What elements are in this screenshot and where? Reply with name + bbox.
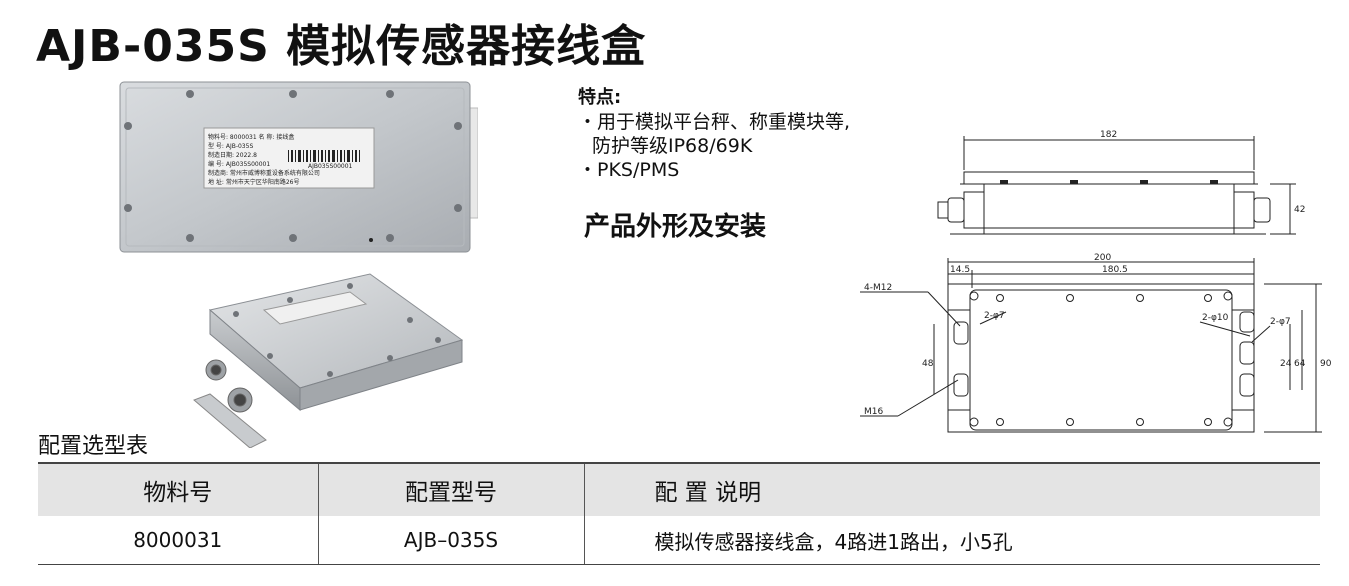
dim-48: 48 bbox=[922, 359, 934, 369]
feature-item-1a: ・用于模拟平台秤、称重模块等, bbox=[578, 111, 851, 133]
config-table: 物料号 配置型号 配 置 说明 8000031 AJB–035S 模拟传感器接线… bbox=[38, 462, 1320, 565]
label-line2: 型 号: AJB-035S bbox=[208, 142, 253, 150]
shape-section-title: 产品外形及安装 bbox=[584, 212, 767, 242]
label-line6: 地 址: 常州市天宁区华阳南路26号 bbox=[208, 178, 299, 186]
features-heading: 特点: bbox=[578, 87, 622, 108]
dim-64: 64 bbox=[1294, 359, 1306, 369]
product-photo-perspective bbox=[193, 273, 464, 448]
callout-gland-right-small: 2-φ7 bbox=[1270, 317, 1291, 327]
table-row: 8000031 AJB–035S 模拟传感器接线盒，4路进1路出，小5孔 bbox=[38, 516, 1320, 565]
label-line4: 编 号: AJB035S00001 bbox=[208, 160, 270, 168]
dim-offset: 14.5 bbox=[950, 265, 970, 275]
product-photo-top: 物料号: 8000031 名 称: 接线盒 型 号: AJB-035S 制造日期… bbox=[119, 81, 478, 253]
dim-24: 24 bbox=[1280, 359, 1292, 369]
dim-90: 90 bbox=[1320, 359, 1332, 369]
cell-model: AJB–035S bbox=[317, 516, 584, 565]
cell-part-number: 8000031 bbox=[38, 516, 318, 565]
side-view-drawing: 182 42 bbox=[937, 130, 1305, 235]
label-serial: AJB035S00001 bbox=[308, 163, 353, 170]
dim-total-length: 200 bbox=[1094, 253, 1111, 263]
page-title: AJB-035S 模拟传感器接线盒 bbox=[36, 21, 647, 72]
table-header-row: 物料号 配置型号 配 置 说明 bbox=[38, 462, 1320, 516]
callout-m16: M16 bbox=[864, 407, 883, 417]
header-description: 配 置 说明 bbox=[583, 462, 1320, 516]
label-line1: 物料号: 8000031 名 称: 接线盒 bbox=[208, 133, 294, 141]
feature-item-2: ・PKS/PMS bbox=[578, 159, 680, 181]
header-model: 配置型号 bbox=[317, 462, 584, 516]
cell-description: 模拟传感器接线盒，4路进1路出，小5孔 bbox=[583, 516, 1320, 565]
barcode bbox=[288, 150, 360, 162]
top-view-drawing: 200 180.5 14.5 4-M12 2-φ7 2-φ10 2-φ7 M16… bbox=[860, 253, 1332, 433]
callout-gland-left: 2-φ7 bbox=[984, 311, 1005, 321]
feature-item-1b: 防护等级IP68/69K bbox=[592, 135, 753, 157]
dim-hole-pitch: 180.5 bbox=[1102, 265, 1128, 275]
label-line3: 制造日期: 2022.8 bbox=[208, 151, 257, 159]
header-part-number: 物料号 bbox=[38, 462, 318, 516]
callout-gland-right-big: 2-φ10 bbox=[1202, 313, 1229, 323]
dim-side-height: 42 bbox=[1294, 205, 1305, 215]
callout-mount-holes: 4-M12 bbox=[864, 283, 892, 293]
features-block: 特点: ・用于模拟平台秤、称重模块等, 防护等级IP68/69K ・PKS/PM… bbox=[578, 86, 908, 182]
label-line5: 制造商: 常州市威博称重设备系统有限公司 bbox=[208, 169, 320, 177]
dim-side-width: 182 bbox=[1100, 130, 1117, 140]
config-table-title: 配置选型表 bbox=[38, 434, 149, 459]
